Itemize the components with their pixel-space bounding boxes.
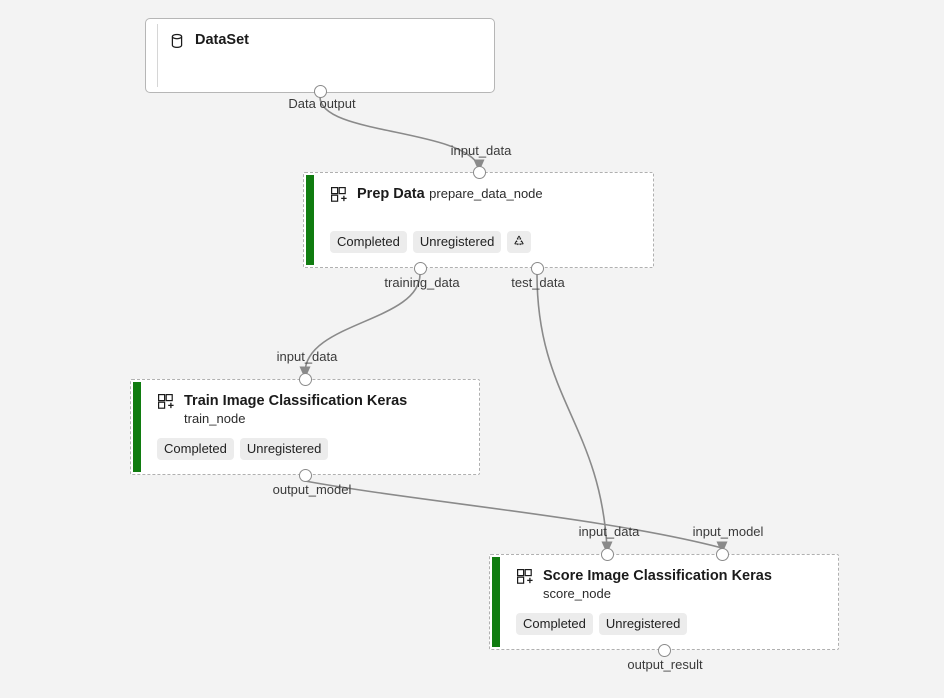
status-accent-bar — [492, 557, 500, 647]
registration-badge-unregistered[interactable]: Unregistered — [239, 438, 329, 460]
port-label-output-model: output_model — [272, 482, 352, 497]
port-label-data-output: Data output — [288, 96, 356, 111]
port-label-score-input-data: input_data — [578, 524, 640, 539]
port-score-output-result[interactable] — [657, 643, 671, 657]
node-prep-data[interactable]: Prep Data prepare_data_node Completed Un… — [303, 172, 654, 268]
port-label-train-input-data: input_data — [276, 349, 338, 364]
port-prep-test-data[interactable] — [530, 261, 544, 275]
node-title: Score Image Classification Keras — [543, 568, 772, 584]
node-score[interactable]: Score Image Classification Keras score_n… — [489, 554, 839, 650]
database-icon — [168, 32, 186, 50]
port-label-test-data: test_data — [511, 275, 565, 290]
port-label-input-model: input_model — [692, 524, 764, 539]
port-train-output-model[interactable] — [298, 468, 312, 482]
node-badges: Completed Unregistered — [516, 613, 688, 635]
status-badge-completed[interactable]: Completed — [157, 438, 234, 460]
port-dataset-data-output[interactable] — [313, 84, 327, 98]
status-accent-bar — [306, 175, 314, 265]
node-title: Prep Data — [357, 186, 425, 202]
reuse-icon — [512, 234, 526, 251]
component-grid-icon — [330, 186, 348, 204]
node-title: Train Image Classification Keras — [184, 393, 408, 409]
port-train-input-data[interactable] — [298, 372, 312, 386]
registration-badge-unregistered[interactable]: Unregistered — [598, 613, 688, 635]
node-subtitle: prepare_data_node — [429, 186, 543, 201]
registration-badge-unregistered[interactable]: Unregistered — [412, 231, 502, 253]
edge-train-to-score-model — [304, 480, 728, 554]
node-title: DataSet — [195, 32, 249, 48]
port-score-input-model[interactable] — [715, 547, 729, 561]
port-prep-input-data[interactable] — [472, 165, 486, 179]
port-label-training-data: training_data — [384, 275, 460, 290]
edge-prep-test-to-score — [536, 273, 613, 554]
port-score-input-data[interactable] — [600, 547, 614, 561]
status-badge-completed[interactable]: Completed — [330, 231, 407, 253]
node-subtitle: score_node — [543, 586, 611, 601]
node-dataset[interactable]: DataSet — [145, 18, 495, 93]
node-divider — [157, 24, 158, 87]
status-accent-bar — [133, 382, 141, 472]
port-prep-training-data[interactable] — [413, 261, 427, 275]
component-grid-icon — [157, 393, 175, 411]
node-train[interactable]: Train Image Classification Keras train_n… — [130, 379, 480, 475]
reuse-badge[interactable] — [507, 231, 532, 253]
edge-line — [536, 273, 608, 549]
status-badge-completed[interactable]: Completed — [516, 613, 593, 635]
edge-line — [304, 480, 723, 549]
node-badges: Completed Unregistered — [330, 231, 532, 253]
node-badges: Completed Unregistered — [157, 438, 329, 460]
port-label-input-data: input_data — [450, 143, 512, 158]
node-subtitle: train_node — [184, 411, 246, 426]
port-label-output-result: output_result — [627, 657, 703, 672]
component-grid-icon — [516, 568, 534, 586]
